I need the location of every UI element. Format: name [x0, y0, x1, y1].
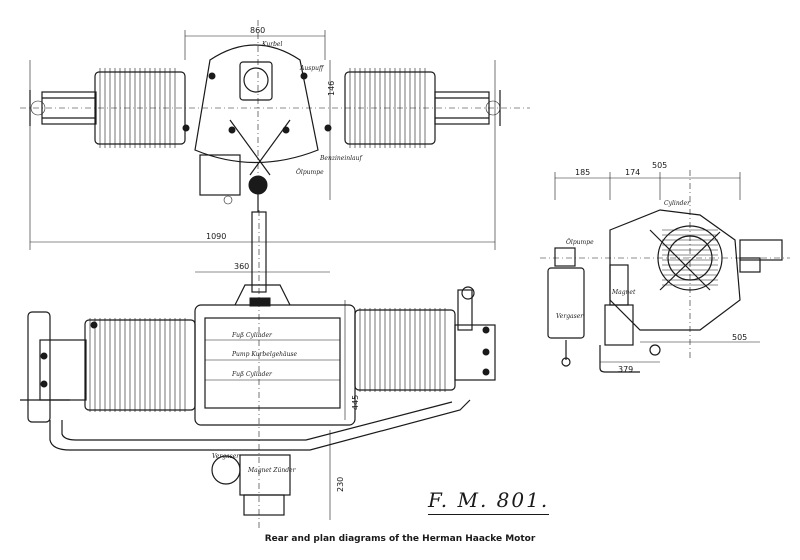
side-label-magneto: Magnet	[611, 289, 636, 296]
figure-caption: Rear and plan diagrams of the Herman Haa…	[264, 534, 536, 544]
side-label-cylinder: Cylinder	[664, 200, 691, 207]
plan-view: 360 Fuß Cylinder Pump Kurbelgehäuse Fuß …	[20, 210, 496, 530]
side-dimension-mid: 174	[625, 168, 640, 177]
rear-overall-dimension: 1090	[206, 232, 226, 241]
side-dimension-left: 185	[575, 168, 590, 177]
plan-right-cylinder	[354, 286, 496, 392]
rear-crankcase	[182, 20, 332, 212]
plan-left-cylinder	[27, 311, 196, 423]
rear-label-exhaust: Auspuff	[299, 65, 325, 72]
plan-label-row3: Fuß Cylinder	[231, 371, 273, 378]
side-label-oil-pump: Ölpumpe	[566, 239, 594, 246]
plan-side-dimension: 445	[351, 395, 360, 410]
rear-view: 860	[20, 20, 530, 250]
plan-width-dimension: 360	[234, 262, 249, 271]
plan-label-row1: Fuß Cylinder	[231, 332, 273, 339]
rear-right-cylinder	[344, 68, 501, 148]
rear-left-cylinder	[29, 68, 186, 148]
plan-height-dimension: 230	[336, 477, 345, 492]
side-dimension-bottom: 505	[732, 333, 747, 342]
side-view: 185 174 505 Ölpumpe Vergaser Cylinder Ma…	[540, 161, 790, 374]
rear-label-oil-pump: Ölpumpe	[296, 169, 324, 176]
side-label-carburettor: Vergaser	[556, 313, 584, 320]
plan-label-carburettor: Vergaser	[212, 453, 240, 460]
side-dimension-top: 505	[652, 161, 667, 170]
figure-code: F. M. 801.	[428, 488, 550, 515]
side-dimension-foot: 379	[618, 365, 633, 374]
rear-label-crank: Kurbel	[261, 41, 282, 48]
rear-top-dimension: 860	[250, 26, 265, 35]
plan-label-row2: Pump Kurbelgehäuse	[231, 351, 298, 358]
rear-label-fuel: Benzineinlauf	[319, 155, 363, 162]
plan-label-magneto: Magnet Zünder	[247, 467, 297, 474]
rear-right-dimension: 146	[327, 81, 336, 96]
